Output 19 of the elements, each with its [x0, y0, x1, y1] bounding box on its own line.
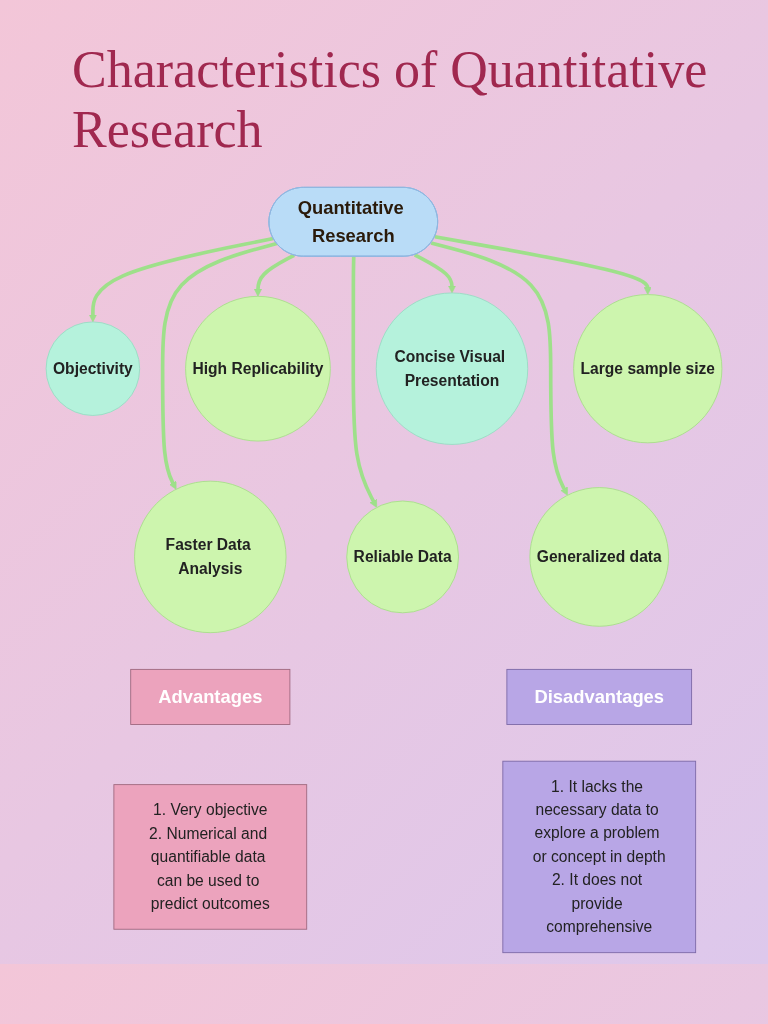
node-circle: Generalized data — [529, 486, 670, 627]
node-circle: Large sample size — [573, 293, 723, 443]
node-circle: High Replicability — [185, 295, 331, 442]
node-box: Advantages — [130, 668, 291, 725]
title: Characteristics of Quantitative Research — [71, 40, 709, 160]
arrow — [430, 240, 568, 496]
arrow — [413, 252, 457, 293]
node-box: Disadvantages — [506, 668, 693, 725]
arrow — [434, 234, 652, 295]
node-circle: Faster Data Analysis — [134, 480, 287, 633]
arrow — [351, 256, 378, 508]
arrow — [88, 236, 274, 322]
node-circle: Reliable Data — [346, 500, 459, 613]
node-circle: Objectivity — [45, 321, 141, 416]
arrow — [160, 241, 278, 490]
arrow — [253, 253, 295, 297]
node-circle: Concise Visual Presentation — [375, 292, 529, 445]
node-box: 1. It lacks the necessary data to explore a problem or concept in depth 2. It does not provide comprehensive — [502, 760, 697, 953]
node-box: 1. Very objective 2. Numerical and quantifiable data can be used to predict outcomes — [113, 783, 308, 930]
